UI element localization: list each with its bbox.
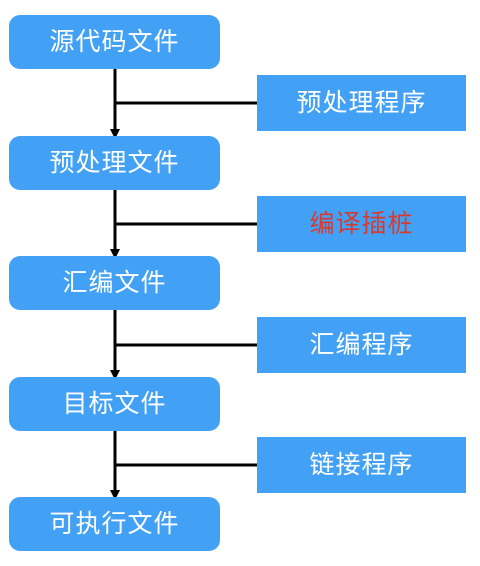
tool-label: 预处理程序 — [296, 88, 427, 117]
tool-label: 编译插桩 — [309, 209, 414, 238]
stage-label: 汇编文件 — [62, 268, 167, 297]
tool-label: 汇编程序 — [309, 330, 414, 359]
stage-label: 源代码文件 — [49, 27, 180, 56]
stage-label: 目标文件 — [62, 389, 167, 418]
stage-box-preprocessed-file: 预处理文件 — [9, 136, 220, 190]
stage-box-executable-file: 可执行文件 — [9, 497, 220, 551]
tool-box-compile-instrumentation: 编译插桩 — [257, 196, 466, 252]
stage-label: 可执行文件 — [49, 509, 180, 538]
stage-box-source-file: 源代码文件 — [9, 15, 220, 69]
stage-box-object-file: 目标文件 — [9, 377, 220, 431]
tool-box-preprocessor: 预处理程序 — [257, 75, 466, 131]
tool-label: 链接程序 — [309, 450, 414, 479]
stage-label: 预处理文件 — [49, 148, 180, 177]
tool-box-assembler: 汇编程序 — [257, 317, 466, 373]
stage-box-assembly-file: 汇编文件 — [9, 256, 220, 310]
tool-box-linker: 链接程序 — [257, 437, 466, 493]
